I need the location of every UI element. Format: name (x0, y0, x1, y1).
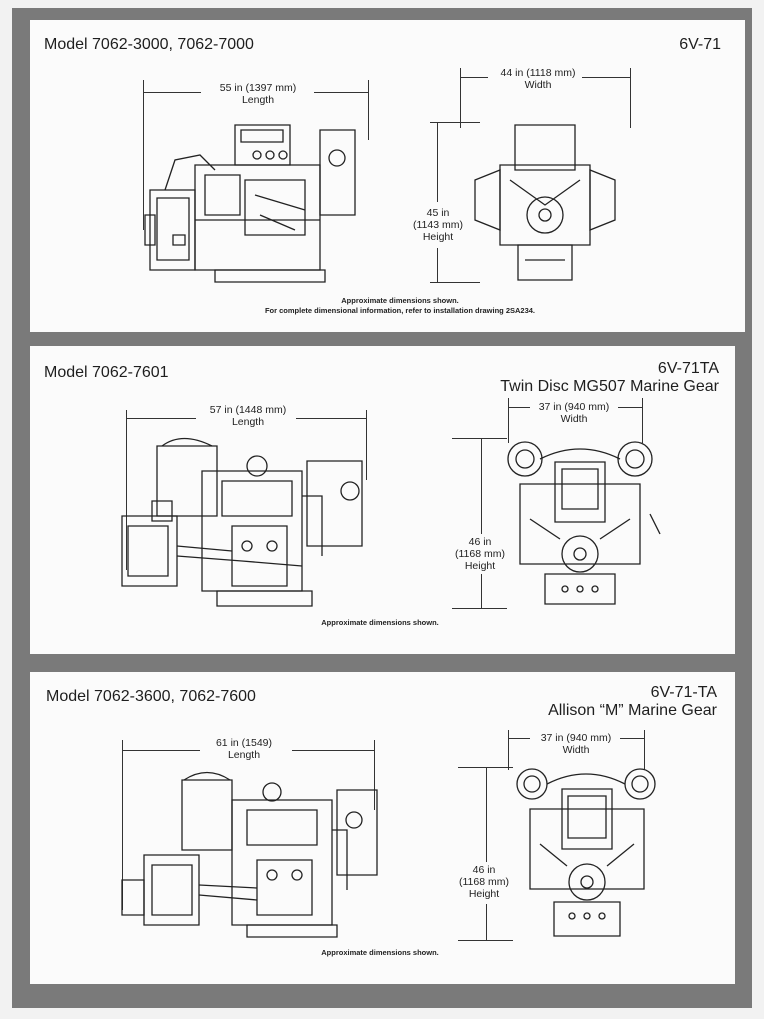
engine-front-view-drawing (500, 434, 660, 609)
length-value: 57 in (1448 mm) (209, 404, 287, 416)
height-value: 46 in (468, 536, 492, 548)
engine-side-view-drawing (122, 770, 384, 940)
length-extension-left (143, 80, 144, 230)
height-line-top (437, 122, 438, 202)
length-line-left (143, 92, 201, 93)
engine-code-line: 6V-71TA (657, 360, 719, 377)
engine-side-view-drawing (145, 120, 375, 285)
height-line-bottom (486, 904, 487, 940)
notes: Approximate dimensions shown. For comple… (200, 296, 600, 316)
width-extension-right (644, 730, 645, 770)
length-extension-left (122, 740, 123, 910)
length-dimension: 57 in (1448 mm) Length (180, 404, 316, 428)
height-metric: (1168 mm) (455, 548, 505, 560)
marine-gear-line: Twin Disc MG507 Marine Gear (500, 378, 719, 395)
height-dimension: 45 in (1143 mm) Height (406, 207, 470, 243)
height-value: 45 in (426, 207, 450, 219)
engine-panel-2: Model 7062-7601 6V-71TA Twin Disc MG507 … (30, 346, 735, 654)
width-extension-left (508, 730, 509, 770)
height-line-bottom (481, 574, 482, 608)
width-extension-right (630, 68, 631, 128)
length-extension-right (368, 80, 369, 140)
engine-panel-3: Model 7062-3600, 7062-7600 6V-71-TA Alli… (30, 672, 735, 984)
width-line-right (618, 407, 642, 408)
height-label: Height (464, 560, 496, 572)
height-extension-bottom (458, 940, 513, 941)
height-extension-top (458, 767, 513, 768)
width-dimension: 44 in (1118 mm) Width (480, 67, 596, 91)
height-line-top (481, 438, 482, 534)
width-extension-right (642, 398, 643, 443)
marine-gear-line: Allison “M” Marine Gear (548, 702, 717, 719)
length-value: 55 in (1397 mm) (219, 82, 297, 94)
height-extension-bottom (452, 608, 507, 609)
width-line-right (582, 77, 630, 78)
width-extension-left (460, 68, 461, 128)
height-extension-top (452, 438, 507, 439)
engine-front-view-drawing (470, 120, 620, 285)
length-line-left (122, 750, 200, 751)
height-dimension: 46 in (1168 mm) Height (448, 536, 512, 572)
notes: Approximate dimensions shown. (260, 948, 500, 958)
note-approximate: Approximate dimensions shown. (321, 618, 439, 627)
width-extension-left (508, 398, 509, 443)
length-extension-right (374, 740, 375, 810)
height-extension-bottom (430, 282, 480, 283)
width-line-left (508, 738, 530, 739)
length-line-right (292, 750, 374, 751)
engine-front-view-drawing (512, 764, 662, 940)
length-label: Length (227, 749, 261, 761)
height-label: Height (468, 888, 500, 900)
length-dimension: 61 in (1549) Length (180, 737, 308, 761)
height-label: Height (422, 231, 454, 243)
width-label: Width (560, 413, 588, 425)
length-line-right (314, 92, 368, 93)
length-line-left (126, 418, 196, 419)
width-label: Width (562, 744, 590, 756)
height-metric: (1143 mm) (413, 219, 463, 231)
note-approximate: Approximate dimensions shown. (321, 948, 439, 957)
width-line-right (620, 738, 644, 739)
engine-code: 6V-71-TA Allison “M” Marine Gear (548, 684, 717, 720)
length-label: Length (231, 416, 265, 428)
width-dimension: 37 in (940 mm) Width (526, 732, 626, 756)
engine-code: 6V-71 (679, 36, 721, 53)
width-line-left (508, 407, 530, 408)
model-title: Model 7062-3000, 7062-7000 (44, 36, 254, 53)
note-installation: For complete dimensional information, re… (264, 306, 536, 315)
width-dimension: 37 in (940 mm) Width (524, 401, 624, 425)
height-extension-top (430, 122, 480, 123)
length-extension-right (366, 410, 367, 480)
engine-code-line: 6V-71-TA (650, 684, 717, 701)
engine-panel-1: Model 7062-3000, 7062-7000 6V-71 55 in (… (30, 20, 745, 332)
length-line-right (296, 418, 366, 419)
engine-side-view-drawing (122, 436, 382, 611)
width-value: 44 in (1118 mm) (500, 67, 576, 79)
height-line-bottom (437, 248, 438, 282)
width-line-left (460, 77, 488, 78)
length-label: Length (241, 94, 275, 106)
model-title: Model 7062-7601 (44, 364, 169, 381)
engine-code: 6V-71TA Twin Disc MG507 Marine Gear (500, 360, 719, 396)
model-title: Model 7062-3600, 7062-7600 (46, 688, 256, 705)
height-metric: (1168 mm) (459, 876, 509, 888)
height-dimension: 46 in (1168 mm) Height (452, 864, 516, 900)
width-value: 37 in (940 mm) (538, 401, 610, 413)
notes: Approximate dimensions shown. (260, 618, 500, 628)
length-extension-left (126, 410, 127, 570)
length-value: 61 in (1549) (215, 737, 273, 749)
height-line-top (486, 767, 487, 862)
length-dimension: 55 in (1397 mm) Length (190, 82, 326, 106)
note-approximate: Approximate dimensions shown. (341, 296, 459, 305)
height-value: 46 in (472, 864, 496, 876)
width-label: Width (524, 79, 552, 91)
width-value: 37 in (940 mm) (540, 732, 612, 744)
